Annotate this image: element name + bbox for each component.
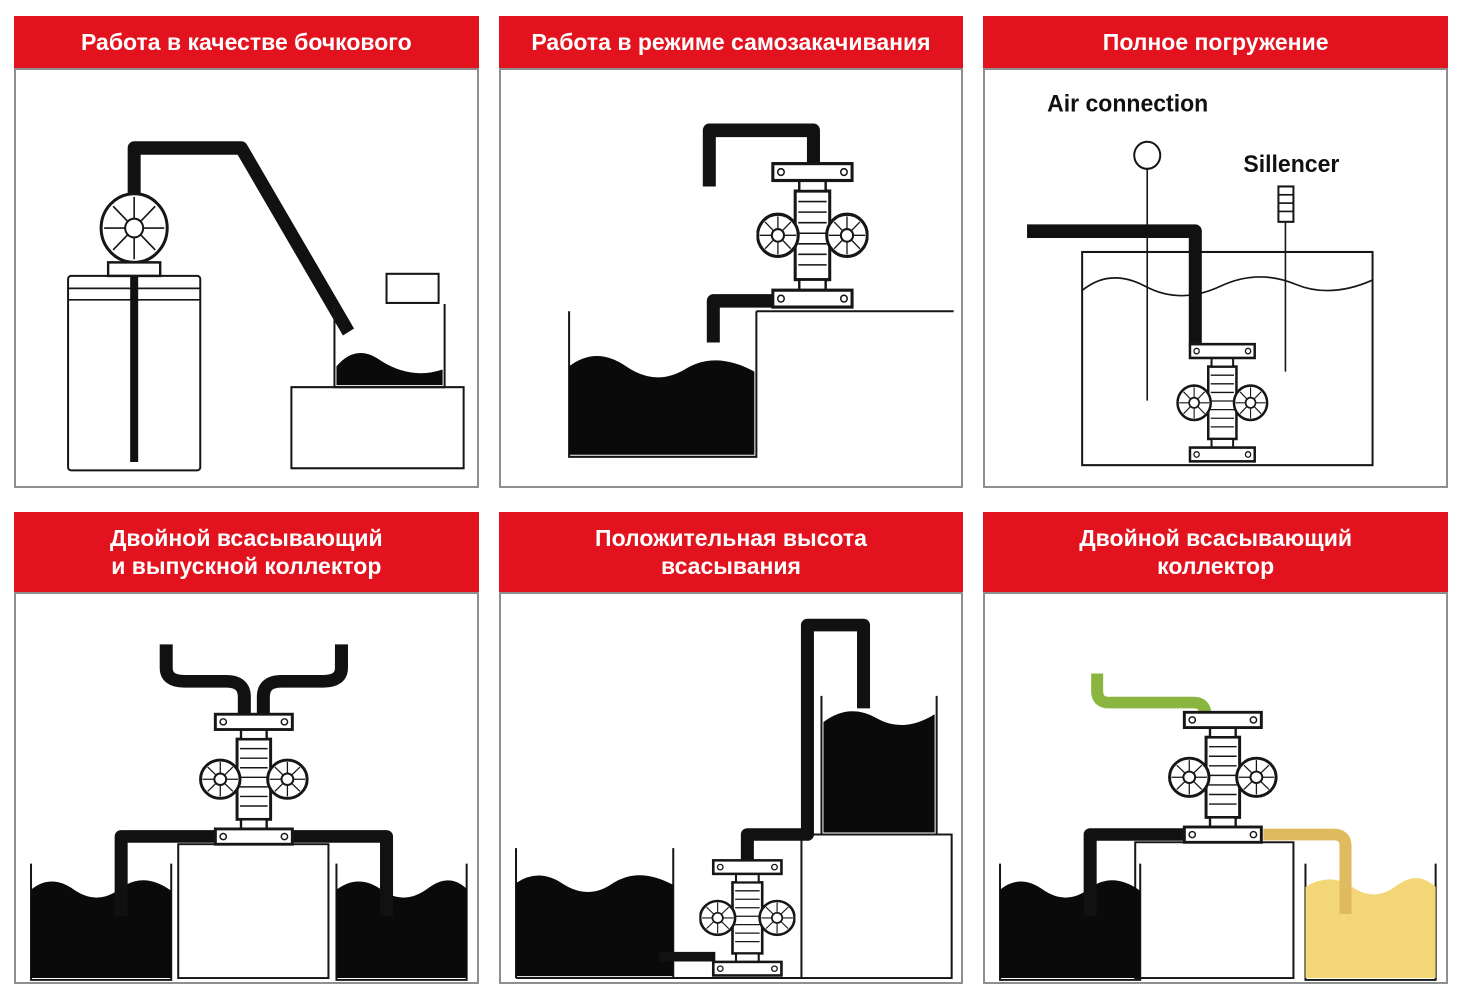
panel-title: Двойной всасывающий коллектор xyxy=(983,512,1448,593)
panel-diagram: Air connection Sillencer xyxy=(983,68,1448,488)
panel-title-line: всасывания xyxy=(661,553,801,580)
pump-icon xyxy=(756,162,869,309)
panel-positive-suction: Положительная высота всасывания xyxy=(498,512,964,984)
panel-title: Работа в режиме самозакачивания xyxy=(498,16,964,69)
green-air-pipe xyxy=(1091,673,1212,725)
panel-diagram xyxy=(498,68,964,488)
receiving-container xyxy=(333,272,446,389)
left-tank xyxy=(999,863,1142,982)
elevated-tank xyxy=(820,695,938,836)
full-submersion-diagram: Air connection Sillencer xyxy=(1027,90,1374,467)
left-tank xyxy=(514,848,674,979)
panel-dual-suction-discharge: Двойной всасывающий и выпускной коллекто… xyxy=(14,512,479,984)
panel-title-line: и выпускной коллектор xyxy=(111,553,382,580)
pump-icon xyxy=(1168,710,1279,844)
pedestal xyxy=(290,386,465,470)
panel-diagram xyxy=(14,592,479,984)
panel-title-line: Двойной всасывающий xyxy=(1079,525,1352,551)
dual-manifold-diagram xyxy=(30,644,468,982)
panel-title-line: Работа в качестве бочкового xyxy=(81,29,412,55)
panel-title-line: коллектор xyxy=(1157,553,1275,580)
suction-pipe xyxy=(1083,828,1186,917)
submersion-tank xyxy=(1081,250,1374,467)
pump-icon xyxy=(1176,342,1269,463)
panel-title: Положительная высота всасывания xyxy=(498,512,964,593)
panel-dual-suction: Двойной всасывающий коллектор xyxy=(983,512,1448,984)
discharge-hose xyxy=(127,141,355,336)
panel-title-line: Работа в режиме самозакачивания xyxy=(531,29,931,55)
right-tank xyxy=(335,863,468,982)
panel-barrel-operation: Работа в качестве бочкового xyxy=(14,16,479,488)
panel-title-line: Положительная высота xyxy=(595,525,867,551)
left-tank xyxy=(30,863,173,982)
barrel-pump-icon xyxy=(99,192,169,278)
pedestal xyxy=(1134,841,1295,980)
self-priming-diagram xyxy=(567,123,954,458)
drum-barrel xyxy=(67,274,202,472)
panel-self-priming: Работа в режиме самозакачивания xyxy=(498,16,964,488)
suction-riser-pipe xyxy=(740,618,870,860)
yellow-liquid xyxy=(1305,878,1436,979)
discharge-pipe xyxy=(702,123,820,187)
discharge-manifold xyxy=(159,644,348,721)
pedestal xyxy=(800,833,953,980)
pedestal xyxy=(177,843,330,980)
pump-icon xyxy=(198,712,309,846)
panel-title-line: Двойной всасывающий xyxy=(109,525,383,551)
panel-title-line: Полное погружение xyxy=(1102,29,1329,55)
panel-diagram xyxy=(14,68,479,488)
barrel-operation-diagram xyxy=(67,141,465,472)
panel-diagram xyxy=(983,592,1448,984)
suction-manifold xyxy=(114,830,394,917)
suction-pipe xyxy=(706,294,774,343)
panel-full-submersion: Полное погружение Air connection Sillenc… xyxy=(983,16,1448,488)
silencer-icon xyxy=(1277,185,1295,372)
water-surface-line xyxy=(1081,276,1374,297)
right-tank xyxy=(1304,863,1437,982)
air-connection-label: Air connection xyxy=(1047,90,1208,116)
air-connection-icon xyxy=(1133,140,1162,401)
supply-tank xyxy=(567,311,758,458)
silencer-label: Sillencer xyxy=(1244,151,1340,177)
panel-title: Работа в качестве бочкового xyxy=(14,16,479,69)
panel-title: Двойной всасывающий и выпускной коллекто… xyxy=(14,512,479,593)
yellow-discharge-pipe xyxy=(1263,828,1352,915)
panel-diagram xyxy=(498,592,964,984)
panel-title: Полное погружение xyxy=(983,16,1448,69)
air-supply-pipe xyxy=(1027,224,1203,347)
dual-suction-diagram xyxy=(999,673,1437,982)
positive-suction-diagram xyxy=(514,618,953,980)
